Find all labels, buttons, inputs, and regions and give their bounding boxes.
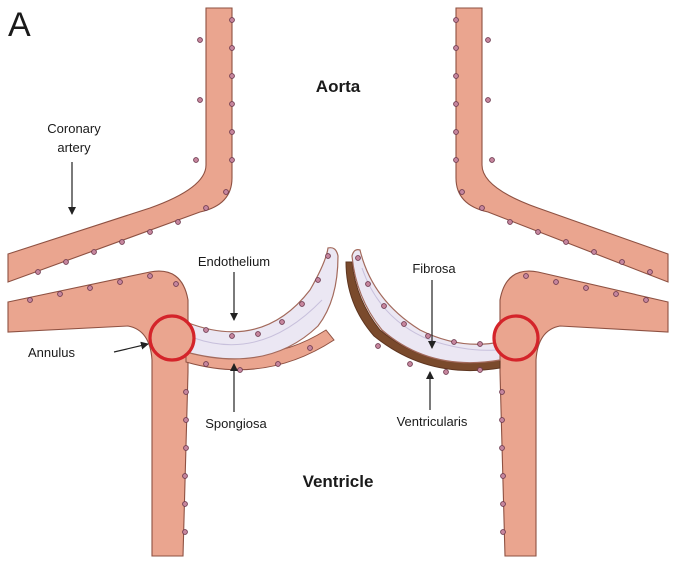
ventricle-wall-left bbox=[8, 271, 188, 556]
annulus-ring-right bbox=[494, 316, 538, 360]
annulus-label: Annulus bbox=[28, 345, 75, 360]
annulus-arrow bbox=[114, 344, 148, 352]
annulus-ring-left bbox=[150, 316, 194, 360]
ventricle-wall-right bbox=[500, 271, 668, 556]
aorta-label: Aorta bbox=[316, 77, 361, 96]
endothelium-label: Endothelium bbox=[198, 254, 270, 269]
panel-label: A bbox=[8, 6, 31, 44]
coronary-artery-label-line1: Coronary bbox=[47, 121, 101, 136]
coronary-artery-label-line2: artery bbox=[57, 140, 91, 155]
aortic-wall-right bbox=[456, 8, 668, 282]
fibrosa-label: Fibrosa bbox=[412, 261, 456, 276]
ventricularis-label: Ventricularis bbox=[397, 414, 468, 429]
spongiosa-label: Spongiosa bbox=[205, 416, 267, 431]
ventricle-label: Ventricle bbox=[303, 472, 374, 491]
